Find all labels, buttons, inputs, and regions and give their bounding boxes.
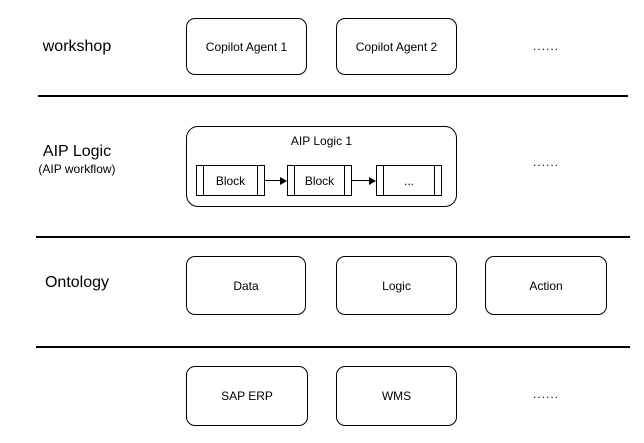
flow-arrow-2-shaft [352, 180, 370, 182]
process-block-2: Block [287, 165, 352, 196]
flow-arrow-icon-1 [265, 176, 287, 185]
process-block-1-left-bar [203, 166, 204, 195]
process-block-3-left-bar [383, 166, 384, 195]
process-block-2-left-bar [294, 166, 295, 195]
box-copilot-agent-2: Copilot Agent 2 [336, 18, 457, 75]
process-block-2-right-bar [344, 166, 345, 195]
process-block-1-label: Block [215, 173, 246, 188]
container-aip-logic-1-title: AIP Logic 1 [290, 134, 353, 148]
flow-arrow-1-shaft [265, 180, 281, 182]
box-wms: WMS [336, 366, 457, 426]
process-block-1-right-bar [257, 166, 258, 195]
process-block-1: Block [196, 165, 265, 196]
flow-arrow-2-head [369, 176, 376, 185]
box-action-label: Action [529, 278, 563, 293]
box-copilot-agent-1-label: Copilot Agent 1 [205, 39, 288, 54]
box-action: Action [485, 256, 607, 315]
systems-ellipsis: ...... [532, 387, 559, 401]
box-logic: Logic [336, 256, 457, 315]
row-label-ontology: Ontology [44, 274, 110, 291]
process-block-3: ... [376, 165, 442, 196]
row-label-workshop: workshop [42, 38, 112, 55]
process-block-3-right-bar [434, 166, 435, 195]
aip-logic-ellipsis: ...... [532, 155, 559, 169]
box-sap-erp: SAP ERP [186, 366, 308, 426]
process-block-3-label: ... [403, 173, 414, 188]
box-logic-label: Logic [382, 278, 411, 293]
row-separator-1 [38, 95, 628, 97]
box-sap-erp-label: SAP ERP [221, 389, 273, 403]
box-copilot-agent-1: Copilot Agent 1 [186, 18, 307, 75]
box-data-label: Data [233, 278, 259, 293]
box-copilot-agent-2-label: Copilot Agent 2 [355, 39, 438, 54]
row-sublabel-aip-workflow: (AIP workflow) [38, 162, 116, 176]
row-separator-3 [36, 346, 630, 348]
row-label-aip-logic: AIP Logic [42, 143, 112, 160]
process-block-2-label: Block [304, 173, 335, 188]
flow-arrow-icon-2 [352, 176, 376, 185]
row-separator-2 [36, 236, 630, 238]
box-wms-label: WMS [381, 389, 412, 403]
workshop-ellipsis: ...... [532, 39, 559, 53]
box-data: Data [186, 256, 306, 315]
flow-arrow-1-head [280, 176, 287, 185]
